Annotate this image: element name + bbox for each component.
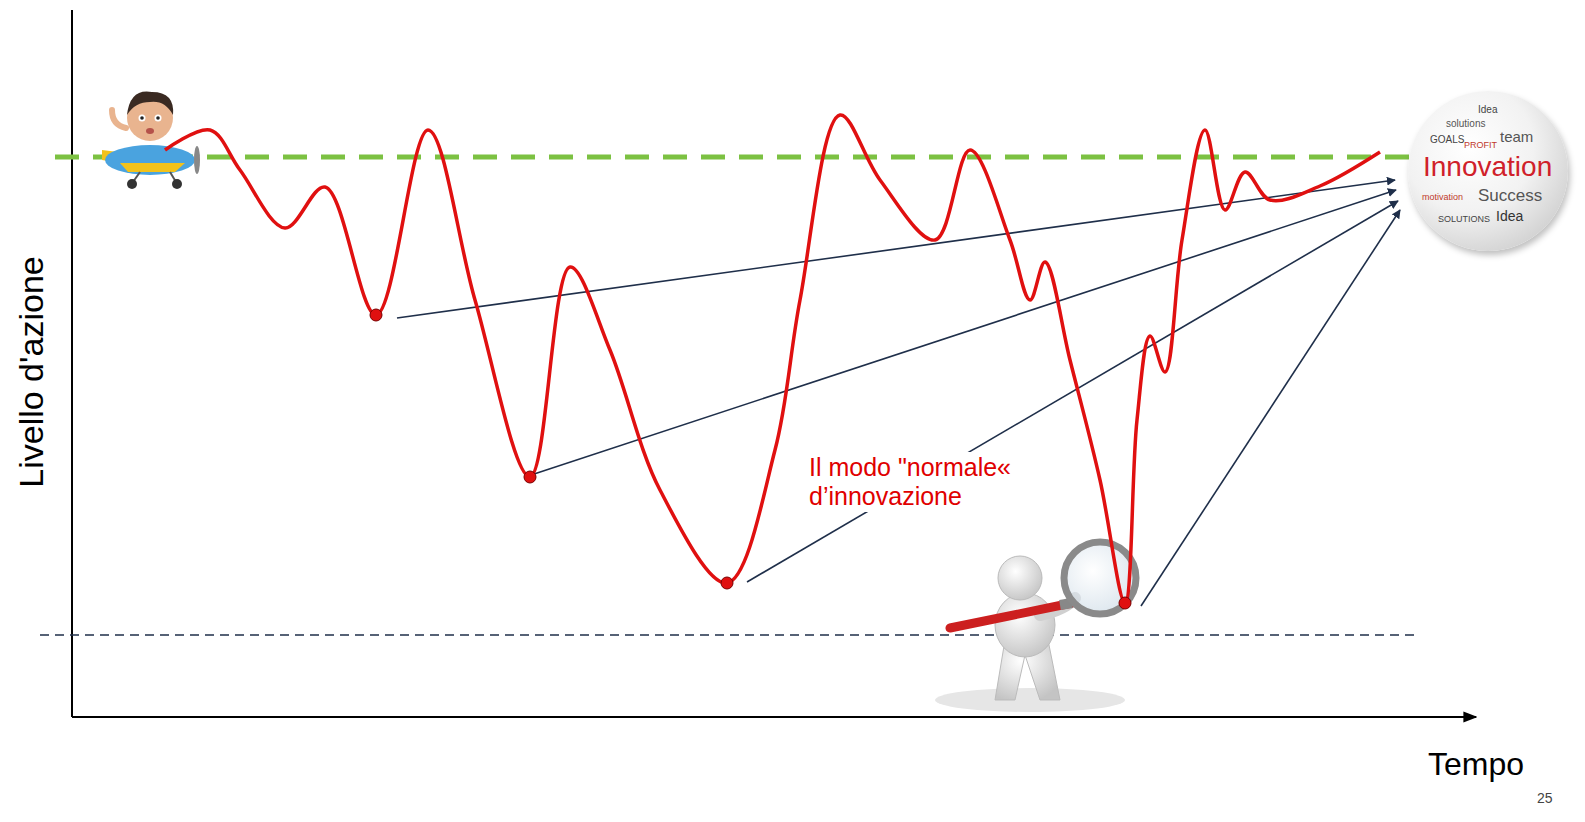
word-cloud-word: Success	[1478, 187, 1542, 204]
word-cloud-word: Idea	[1478, 105, 1497, 115]
baseline	[40, 634, 1420, 636]
word-cloud-word: Idea	[1496, 209, 1523, 223]
word-cloud-word: SOLUTIONS	[1438, 215, 1490, 224]
axis-title: Tempo	[1428, 746, 1524, 783]
annotation: Il modo "normale« d’innovazione	[806, 452, 1047, 512]
word-cloud-word: team	[1500, 129, 1533, 144]
low-point	[1119, 597, 1131, 609]
target-line	[55, 155, 1420, 160]
x-axis	[72, 716, 1476, 718]
word-cloud-word: GOALS	[1430, 135, 1464, 145]
action-curve	[165, 115, 1380, 609]
magnifier-figure	[935, 542, 1136, 712]
y-axis	[71, 10, 73, 717]
low-point	[721, 577, 733, 589]
low-point	[524, 471, 536, 483]
page-number: 25	[1537, 790, 1553, 806]
innovation-sphere: InnovationSuccessIdeateamGOALSPROFITsolu…	[1408, 91, 1568, 251]
word-cloud-word: Innovation	[1423, 153, 1552, 181]
word-cloud-word: solutions	[1446, 119, 1485, 129]
axis-title: Livello d'azione	[12, 256, 51, 487]
low-point	[370, 309, 382, 321]
curve-line	[165, 115, 1380, 603]
word-cloud-word: motivation	[1422, 193, 1463, 202]
word-cloud-word: PROFIT	[1464, 141, 1497, 150]
kid-plane-icon	[102, 91, 200, 189]
